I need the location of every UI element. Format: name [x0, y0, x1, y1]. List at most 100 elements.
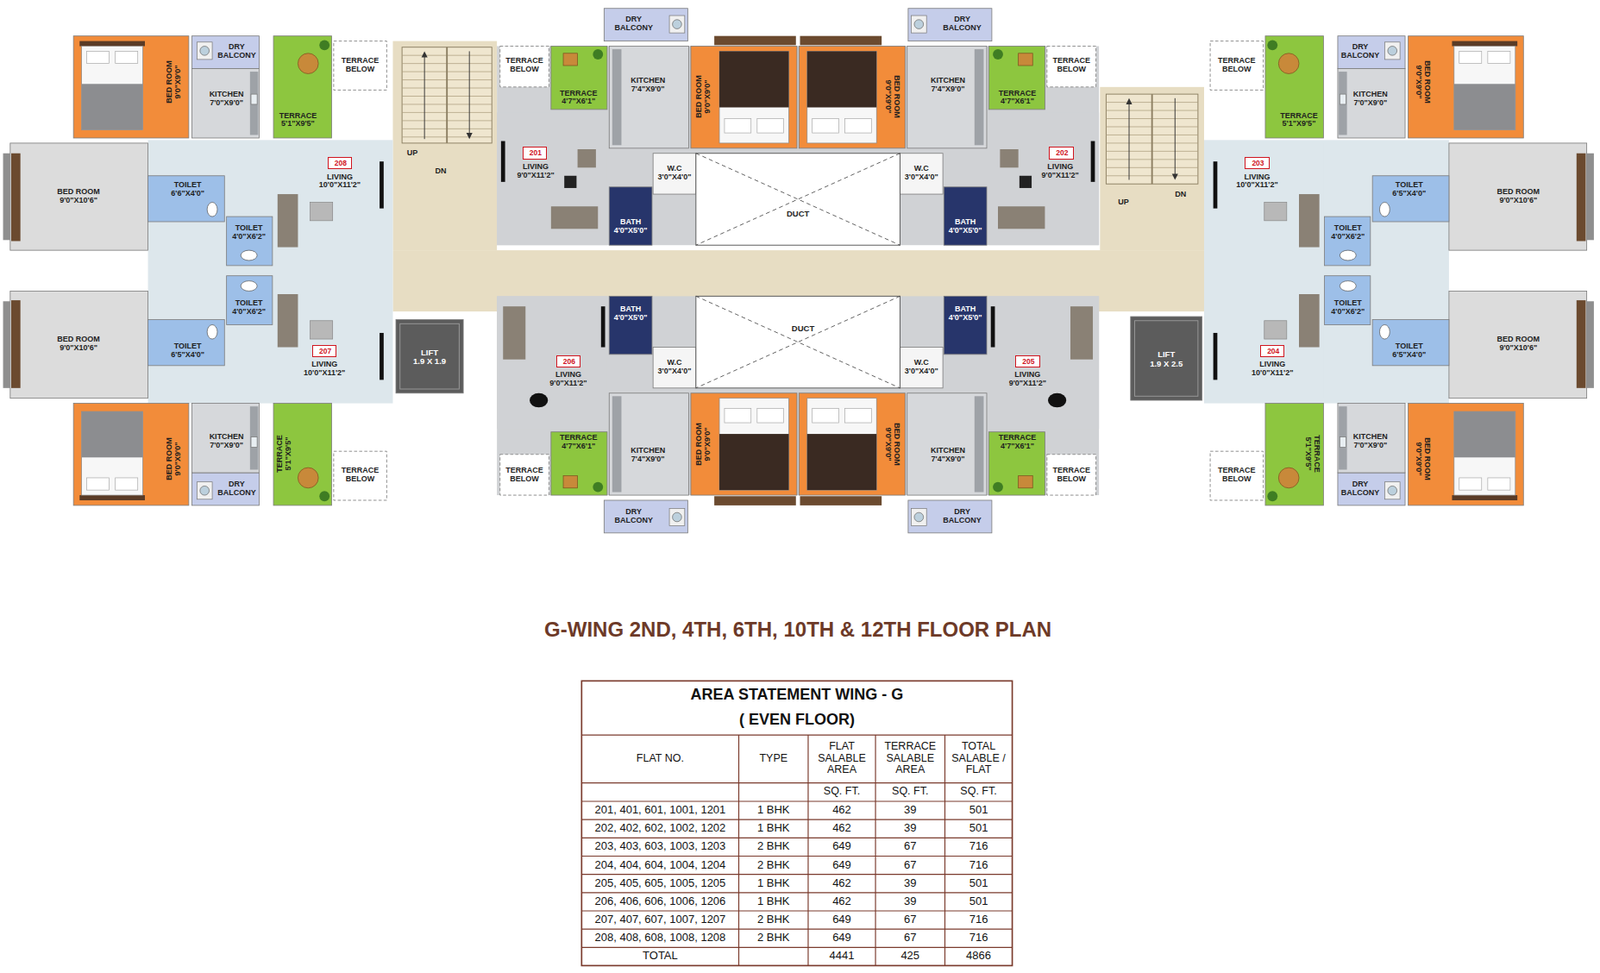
- table-cell: 649: [808, 837, 876, 856]
- title-text: G-WING 2ND, 4TH, 6TH, 10TH & 12TH FLOOR …: [544, 617, 1052, 642]
- room-name: KITCHEN: [930, 446, 966, 456]
- room-name: KITCHEN: [630, 76, 666, 86]
- bed-blanket: [719, 50, 789, 107]
- table-cell: 1 BHK: [739, 873, 809, 892]
- bed-blanket: [1454, 411, 1516, 458]
- room-text: BED ROOM9'0"X10'6": [1497, 188, 1541, 206]
- room-dimension: 10'0"X11'2": [1251, 369, 1293, 378]
- table-cell: 716: [944, 855, 1012, 874]
- room-name: 205: [1022, 357, 1035, 366]
- table-rule: [581, 819, 1012, 821]
- table-rule: [581, 928, 1012, 930]
- duct: DUCT: [696, 295, 901, 388]
- tv-unit: [601, 306, 606, 347]
- room-text: KITCHEN7'0"X9'0": [1353, 90, 1388, 108]
- table-text: 716: [969, 859, 989, 872]
- terrace-below: TERRACE BELOW: [1047, 453, 1097, 495]
- room-name: BATH: [948, 305, 983, 314]
- table-text: 1 BHK: [757, 877, 791, 890]
- room-dimension: 9'0"X9'0": [703, 75, 713, 120]
- table-cell: 202, 402, 602, 1002, 1202: [581, 819, 739, 838]
- room-name: KITCHEN: [1353, 432, 1388, 442]
- room-text: KITCHEN7'0"X9'0": [209, 90, 245, 108]
- room-text: TERRACE BELOW: [1214, 466, 1260, 484]
- table-cell: 1 BHK: [739, 892, 809, 911]
- bed: [81, 411, 144, 496]
- bed-blanket: [81, 83, 144, 130]
- table-text: 2 BHK: [757, 840, 791, 853]
- room-text: 207: [319, 347, 332, 356]
- coffee-table: [1264, 320, 1287, 339]
- room-text: BATH4'0"X5'0": [948, 218, 983, 236]
- table-cell: 205, 405, 605, 1005, 1205: [581, 873, 739, 892]
- room-text: TERRACE4'7"X6'1": [559, 89, 598, 107]
- bedroom: BED ROOM9'0"X10'6": [1449, 290, 1588, 398]
- table-text: 501: [969, 821, 989, 835]
- table-cell: 501: [944, 801, 1012, 820]
- room-text: TERRACE4'7"X6'1": [998, 89, 1037, 107]
- room-text: BED ROOM9'0"X10'6": [56, 188, 101, 206]
- sink: [1339, 437, 1346, 448]
- dry-balcony-fill: [1337, 472, 1406, 506]
- room-name: BED ROOM: [165, 438, 175, 482]
- table-text: 1 BHK: [757, 803, 791, 816]
- table-cell: 2 BHK: [739, 837, 809, 856]
- plant: [592, 482, 603, 493]
- stair-arrow: [424, 55, 426, 139]
- tv-unit: [1213, 332, 1218, 380]
- bath-fill: [608, 187, 653, 245]
- stair-label: UP: [1116, 197, 1131, 207]
- washer-drum: [1387, 46, 1398, 57]
- flat-number: 202: [1048, 146, 1073, 159]
- table-text: 67: [903, 931, 917, 944]
- wc-fill: [899, 153, 943, 195]
- terrace-fill: [273, 36, 332, 139]
- table-text: 649: [832, 840, 852, 853]
- table-cell: 649: [808, 928, 876, 948]
- terrace: TERRACE4'7"X6'1": [988, 431, 1045, 495]
- table-cell: TOTAL SALABLE / FLAT: [944, 734, 1012, 784]
- room-text: DRY BALCONY: [936, 508, 988, 526]
- table-text: TOTAL SALABLE / FLAT: [947, 740, 1010, 777]
- room-dimension: 3'0"X4'0": [658, 367, 692, 377]
- room-name: TERRACE: [1280, 112, 1318, 121]
- bath: BATH4'0"X5'0": [943, 295, 987, 354]
- room-name: KITCHEN: [930, 76, 966, 86]
- sink: [250, 94, 258, 105]
- room-text: DRY BALCONY: [213, 480, 259, 498]
- stair-rail: [445, 47, 448, 144]
- table-text: TERRACE SALABLE AREA: [878, 740, 942, 777]
- sofa: [1298, 294, 1320, 348]
- room-name: DRY BALCONY: [213, 480, 259, 498]
- table-cell: 39: [875, 801, 945, 820]
- room-dimension: 9'0"X11'2": [1009, 379, 1047, 389]
- living-room-fill: [988, 295, 1099, 429]
- table-rule: [581, 734, 1012, 735]
- room-name: TERRACE BELOW: [1214, 466, 1260, 484]
- sofa: [502, 306, 526, 360]
- living-room: LIVING10'0"X11'2"208: [273, 143, 389, 264]
- room-text: LIVING9'0"X11'2": [1041, 163, 1079, 181]
- room-text: BED ROOM9'0"X9'0": [695, 422, 713, 466]
- terrace-fill: [551, 46, 608, 110]
- room-text: DUCT: [789, 324, 817, 333]
- table-rule: [581, 873, 1012, 875]
- bedroom-fill: [690, 46, 797, 149]
- dry-balcony-fill: [1337, 36, 1406, 70]
- room-name: W.C: [904, 164, 939, 174]
- table-text: 649: [832, 931, 852, 944]
- duct-cross: [696, 295, 901, 388]
- room-name: W.C: [658, 164, 692, 174]
- kitchen: KITCHEN7'0"X9'0": [1337, 402, 1406, 472]
- table-text: 1 BHK: [757, 821, 791, 835]
- room-text: TOILET6'6"X4'0": [170, 181, 205, 199]
- room-text: LIVING9'0"X11'2": [549, 370, 587, 389]
- room-name: LIFT: [413, 348, 446, 358]
- flat-floor: [1204, 139, 1450, 403]
- stair-direction: DN: [435, 166, 447, 176]
- table-text: 201, 401, 601, 1001, 1201: [595, 803, 727, 816]
- bath-fill: [943, 187, 987, 245]
- living-room-fill: [273, 277, 389, 399]
- room-text: DRY BALCONY: [608, 15, 659, 33]
